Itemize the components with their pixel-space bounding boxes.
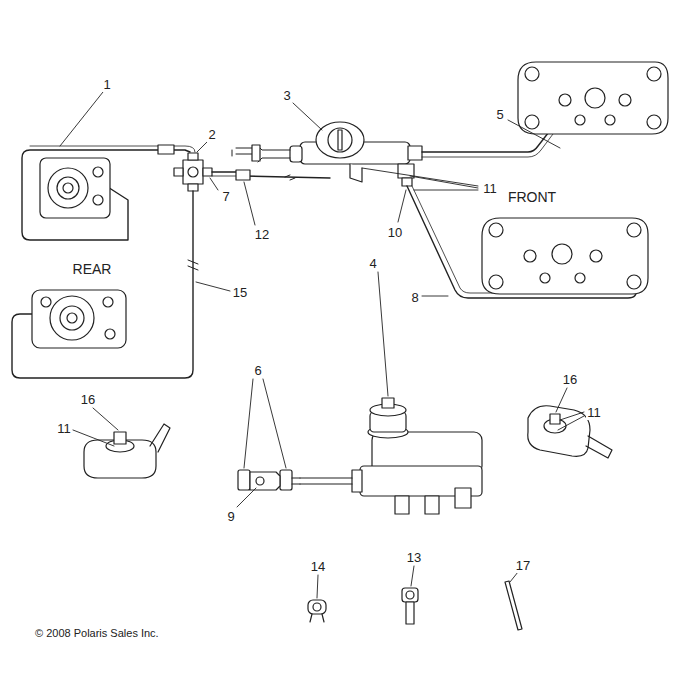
callout-number: 7 <box>221 189 230 204</box>
callout-number: 5 <box>495 107 504 122</box>
copyright-note: © 2008 Polaris Sales Inc. <box>34 626 160 641</box>
callout-number: 15 <box>232 285 248 300</box>
callout-number: 13 <box>406 550 422 565</box>
part-label: REAR <box>72 262 113 277</box>
callout-number: 17 <box>515 558 531 573</box>
callout-number: 2 <box>207 127 216 142</box>
callout-number: 11 <box>482 181 498 196</box>
callout-number: 8 <box>410 290 419 305</box>
callout-number: 3 <box>282 88 291 103</box>
callout-number: 12 <box>254 227 270 242</box>
callout-number: 6 <box>253 363 262 378</box>
callout-number: 10 <box>387 225 403 240</box>
callout-number: 9 <box>226 509 235 524</box>
callout-number: 11 <box>56 421 72 436</box>
callout-number: 1 <box>102 77 111 92</box>
callout-number: 16 <box>80 392 96 407</box>
callout-number: 16 <box>562 372 578 387</box>
callout-number: 14 <box>310 559 326 574</box>
callout-number: 4 <box>368 256 377 271</box>
callout-number: 11 <box>586 405 602 420</box>
part-label: FRONT <box>507 190 557 205</box>
